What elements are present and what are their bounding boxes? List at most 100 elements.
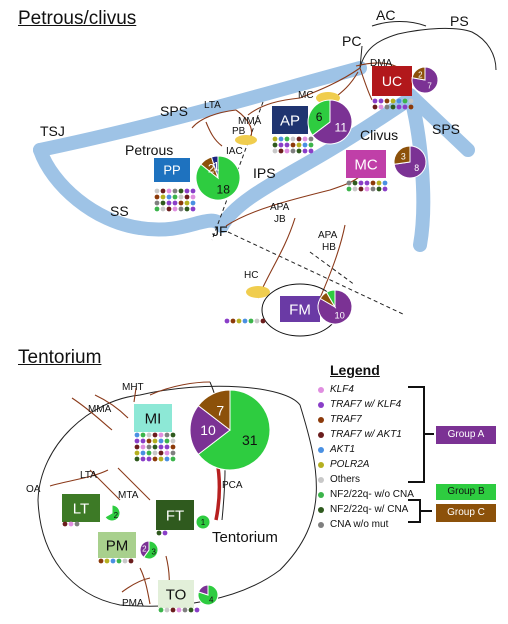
sample-dot: [408, 104, 414, 110]
sample-dot: [352, 180, 358, 186]
legend-label: AKT1: [330, 444, 356, 455]
legend-label: NF2/22q- w/ CNA: [330, 504, 409, 515]
label-hc: HC: [244, 270, 258, 281]
dot-grid-ft: [156, 530, 168, 536]
arteries-petrous: [191, 62, 406, 299]
label-pb: PB: [232, 126, 246, 137]
pie-slice: [307, 99, 331, 136]
location-box-ap: AP: [272, 106, 308, 134]
sample-dot: [160, 194, 166, 200]
sample-dot: [164, 438, 170, 444]
label-tentorium: Tentorium: [212, 529, 278, 546]
pie-slice-label: 10: [334, 310, 344, 320]
label-hb: HB: [322, 242, 336, 253]
sample-dot: [146, 432, 152, 438]
pie-chart-fm: 10: [317, 289, 353, 325]
ac-bracket: [371, 21, 427, 27]
sample-dot: [134, 432, 140, 438]
sample-dot: [164, 607, 170, 613]
sample-dot: [154, 194, 160, 200]
sample-dot: [166, 188, 172, 194]
sample-dot: [224, 318, 230, 324]
pie-slice: [311, 99, 353, 145]
location-box-label: PP: [163, 163, 180, 178]
pie-slice-label: 3: [151, 547, 156, 556]
sample-dot: [110, 558, 116, 564]
pie-slice-label: 6: [316, 110, 323, 124]
sample-dot: [166, 206, 172, 212]
sample-dot: [152, 456, 158, 462]
sample-dot: [170, 444, 176, 450]
sample-dot: [134, 456, 140, 462]
legend-bracket-bc: [408, 499, 432, 523]
sample-dot: [260, 318, 266, 324]
pie-slice: [197, 584, 209, 596]
pie-slice-label: 10: [200, 422, 216, 438]
sample-dot: [272, 136, 278, 142]
petrous-clivus-title: Petrous/clivus: [18, 8, 137, 29]
sample-dot: [290, 148, 296, 154]
sample-dot: [170, 607, 176, 613]
label-ac: AC: [376, 7, 395, 23]
sample-dot: [158, 432, 164, 438]
location-box-label: MI: [145, 410, 162, 427]
sample-dot: [184, 188, 190, 194]
location-box-lt: LT: [62, 494, 100, 522]
pie-slice: [197, 584, 219, 606]
dot-grid-lt: [62, 521, 80, 527]
sample-dot: [278, 142, 284, 148]
sample-dot: [396, 104, 402, 110]
legend-label: TRAF7 w/ KLF4: [330, 399, 402, 410]
sample-dot: [272, 142, 278, 148]
sample-dot: [158, 438, 164, 444]
sample-dot: [162, 530, 168, 536]
location-box-to: TO: [158, 580, 194, 608]
pie-slice: [197, 389, 231, 432]
label-petrous: Petrous: [125, 142, 173, 158]
pie-slice-label: 7: [427, 81, 432, 90]
group-b-box: Group B: [436, 484, 496, 500]
dot-grid-pp: [154, 188, 196, 212]
dot-grid-fm: [224, 318, 266, 324]
legend-label: POLR2A: [330, 459, 370, 470]
legend-color-dot: [318, 522, 324, 528]
sample-dot: [160, 200, 166, 206]
label-pc: PC: [342, 33, 361, 49]
sample-dot: [242, 318, 248, 324]
label-mc-small: MC: [298, 90, 314, 101]
sample-dot: [290, 142, 296, 148]
pie-chart-uc: 72: [411, 66, 439, 94]
sample-dot: [190, 188, 196, 194]
legend-label: KLF4: [330, 384, 354, 395]
sample-dot: [384, 98, 390, 104]
pie-slice: [325, 289, 336, 309]
location-box-label: PM: [106, 537, 129, 554]
sample-dot: [284, 148, 290, 154]
legend-color-dot: [318, 387, 324, 393]
sample-dot: [128, 558, 134, 564]
sample-dot: [308, 142, 314, 148]
pie-slice: [210, 155, 219, 179]
legend-color-dot: [318, 432, 324, 438]
sample-dot: [98, 558, 104, 564]
dot-grid-mi: [134, 432, 176, 462]
pie-chart-mc: 83: [393, 145, 427, 179]
label-mma: MMA: [238, 116, 262, 127]
location-box-pm: PM: [98, 532, 136, 558]
location-box-label: LT: [73, 500, 89, 517]
sample-dot: [296, 136, 302, 142]
sample-dot: [364, 180, 370, 186]
label-apa-hb: APA: [318, 230, 338, 241]
sample-dot: [372, 98, 378, 104]
pie-slice: [195, 514, 211, 530]
sps-sinus-right: [403, 88, 475, 157]
sample-dot: [164, 456, 170, 462]
legend-color-dot: [318, 492, 324, 498]
legend-color-dot: [318, 462, 324, 468]
sample-dot: [68, 521, 74, 527]
sample-dot: [160, 206, 166, 212]
dot-grid-ap: [272, 136, 314, 154]
